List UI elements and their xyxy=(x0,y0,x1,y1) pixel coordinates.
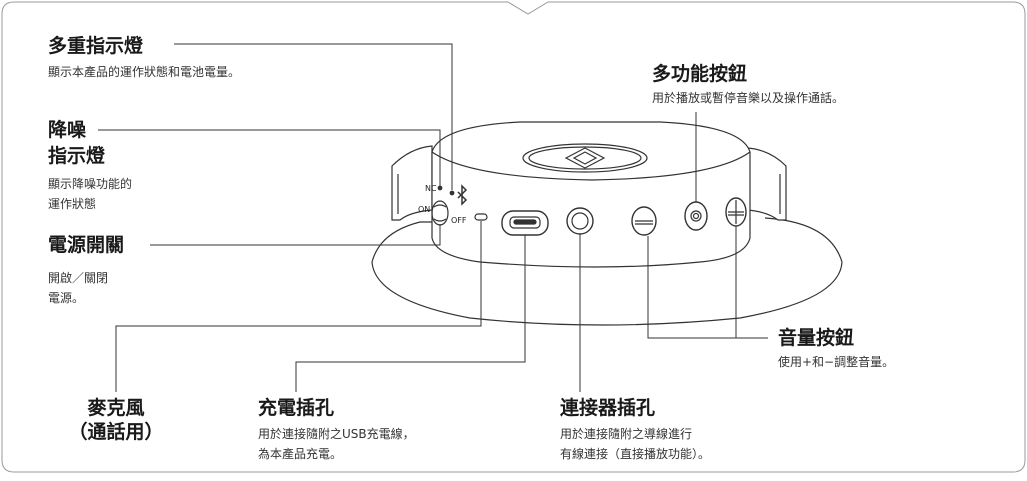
frame-border xyxy=(1,1,1026,473)
nc-marking: NC xyxy=(425,184,437,193)
power-switch-title: 電源開關 xyxy=(48,234,125,256)
connector-port-title: 連接器插孔 xyxy=(560,397,656,419)
leader-lines xyxy=(98,43,768,392)
microphone-title-line1: 麥克風 xyxy=(87,397,145,419)
charging-port-desc-line1: 用於連接隨附之USB充電線， xyxy=(258,427,415,441)
nc-indicator-title-line1: 降噪 xyxy=(48,119,87,141)
multi-button-desc: 用於播放或暫停音樂以及操作通話。 xyxy=(652,91,845,105)
logo-icon xyxy=(564,147,606,169)
multi-indicator-desc: 顯示本產品的運作狀態和電池電量。 xyxy=(48,65,241,79)
leader-power-switch xyxy=(150,224,441,246)
nc-led-icon xyxy=(437,185,443,191)
power-switch-desc-line2: 電源。 xyxy=(48,291,85,305)
leader-multi-indicator xyxy=(174,43,453,190)
bluetooth-icon xyxy=(457,184,468,206)
logo-plate xyxy=(522,143,648,173)
headband-arm-right xyxy=(747,147,787,221)
connector-port-desc-line2: 有線連接（直接播放功能）。 xyxy=(560,447,711,461)
microphone-hole-icon xyxy=(474,213,488,221)
nc-indicator-desc-line2: 運作狀態 xyxy=(48,197,97,211)
leader-charging-port xyxy=(295,235,526,392)
multi-led-icon xyxy=(449,190,455,196)
connector-port-desc-line1: 用於連接隨附之導線進行 xyxy=(560,427,693,441)
headphone-earcup-illustration xyxy=(371,121,843,326)
leader-microphone xyxy=(115,221,482,392)
volume-minus-icon xyxy=(631,206,657,236)
charging-port-title: 充電插孔 xyxy=(258,397,335,419)
nc-indicator-title-line2: 指示燈 xyxy=(48,145,106,167)
leader-nc-indicator xyxy=(98,129,441,186)
multi-button-title: 多功能按鈕 xyxy=(652,63,748,85)
nc-indicator-desc-line1: 顯示降噪功能的 xyxy=(48,177,133,191)
on-marking: ON xyxy=(418,205,430,214)
charging-port-desc-line2: 為本產品充電。 xyxy=(258,447,343,461)
earcup-housing xyxy=(431,121,751,268)
power-switch-desc-line1: 開啟／關閉 xyxy=(48,271,109,285)
volume-buttons-title: 音量按鈕 xyxy=(778,327,855,349)
leader-volume-buttons xyxy=(647,226,768,339)
microphone-title-line2: （通話用） xyxy=(68,421,164,443)
top-face-rim xyxy=(431,151,751,181)
multi-indicator-title: 多重指示燈 xyxy=(48,35,144,57)
volume-buttons-desc: 使用+和−調整音量。 xyxy=(778,355,895,369)
off-marking: OFF xyxy=(451,216,467,225)
